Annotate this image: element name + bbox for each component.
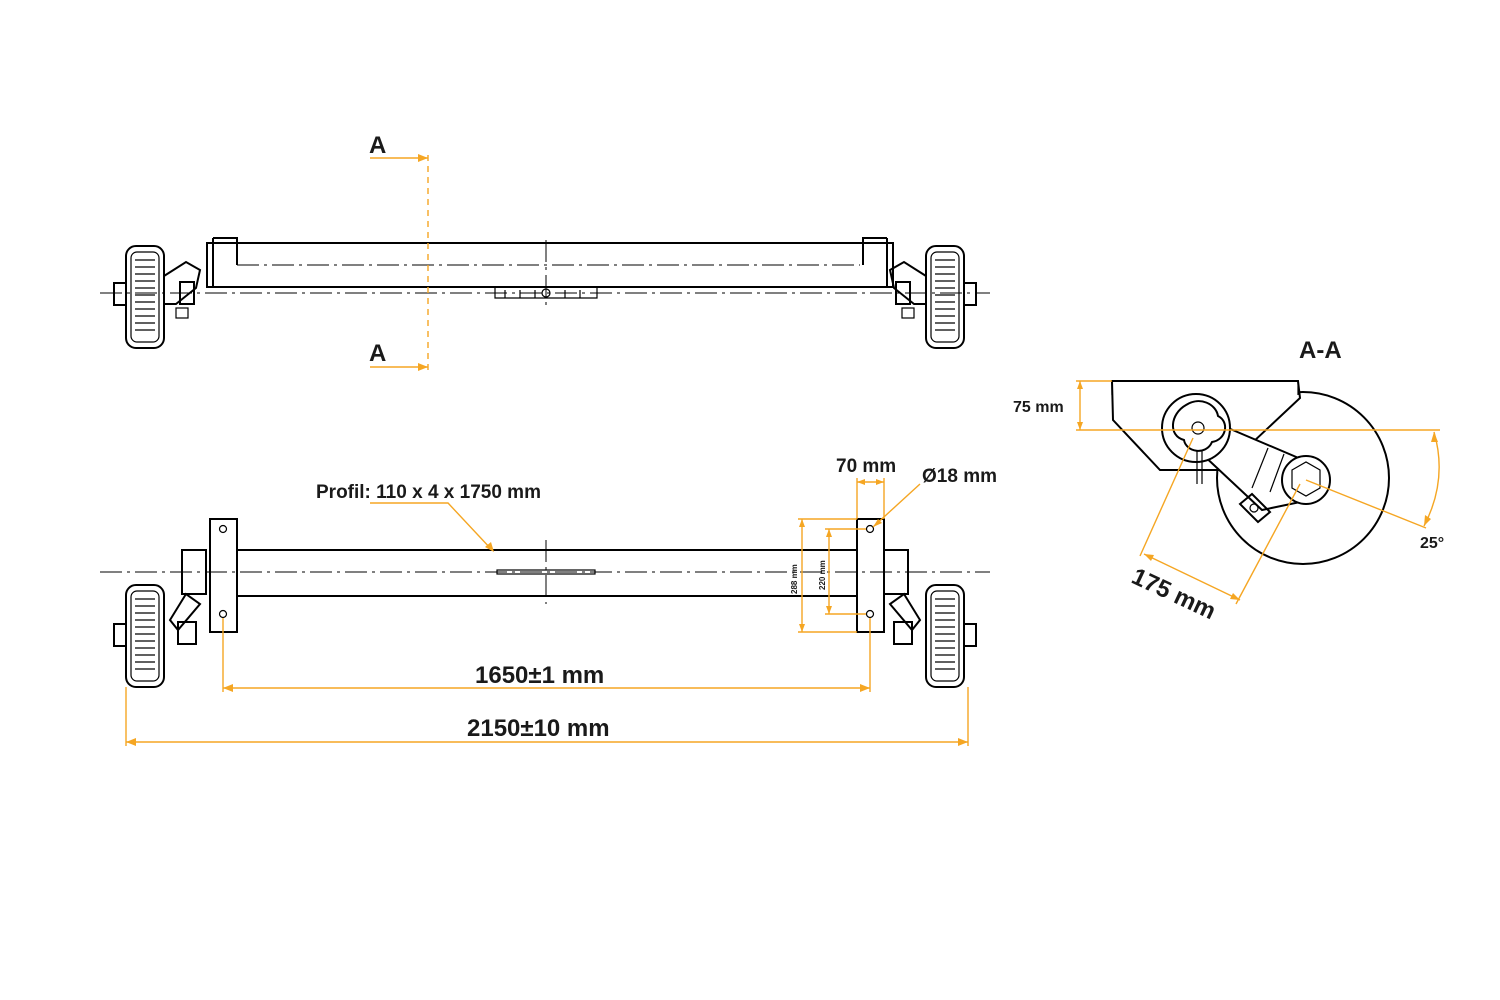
section-mark-top: A [369, 132, 386, 159]
mount-hole [218, 524, 228, 534]
section-title: A-A [1299, 337, 1342, 364]
axle-tube-front [236, 549, 858, 597]
wheel-right-top [888, 245, 977, 349]
center-clamp [494, 287, 598, 299]
wheel-left-top [113, 245, 202, 349]
wheel-disc [1216, 391, 1390, 565]
mount-hole [218, 609, 228, 619]
wheel-right-front [883, 549, 977, 688]
front-view: Profil: 110 x 4 x 1750 mm 70 mm Ø18 mm 2… [100, 456, 997, 746]
section-mark-bottom: A [369, 340, 386, 367]
plate-height-label: 75 mm [1013, 399, 1064, 416]
arm-length-label: 175 mm [1127, 563, 1219, 625]
bracket-left-top [206, 237, 238, 287]
hole-diameter-label: Ø18 mm [922, 466, 997, 487]
section-view: A-A 75 mm 25° [1013, 337, 1444, 625]
mount-hole [865, 524, 875, 534]
top-view: A A [100, 132, 990, 371]
plate-width-label: 70 mm [836, 456, 896, 477]
overall-length-label: 2150±10 mm [467, 715, 610, 742]
profile-label: Profil: 110 x 4 x 1750 mm [316, 482, 541, 503]
outer-spacing-label: 288 mm [790, 564, 799, 594]
bracket-spacing-label: 1650±1 mm [475, 662, 604, 689]
wheel-left-front [113, 549, 207, 688]
mounting-plate-left [209, 518, 238, 633]
arm-angle-label: 25° [1420, 535, 1444, 552]
mount-hole [865, 609, 875, 619]
mounting-plate-right [856, 518, 885, 633]
bracket-right-top [862, 237, 894, 287]
inner-spacing-label: 220 mm [818, 560, 827, 590]
